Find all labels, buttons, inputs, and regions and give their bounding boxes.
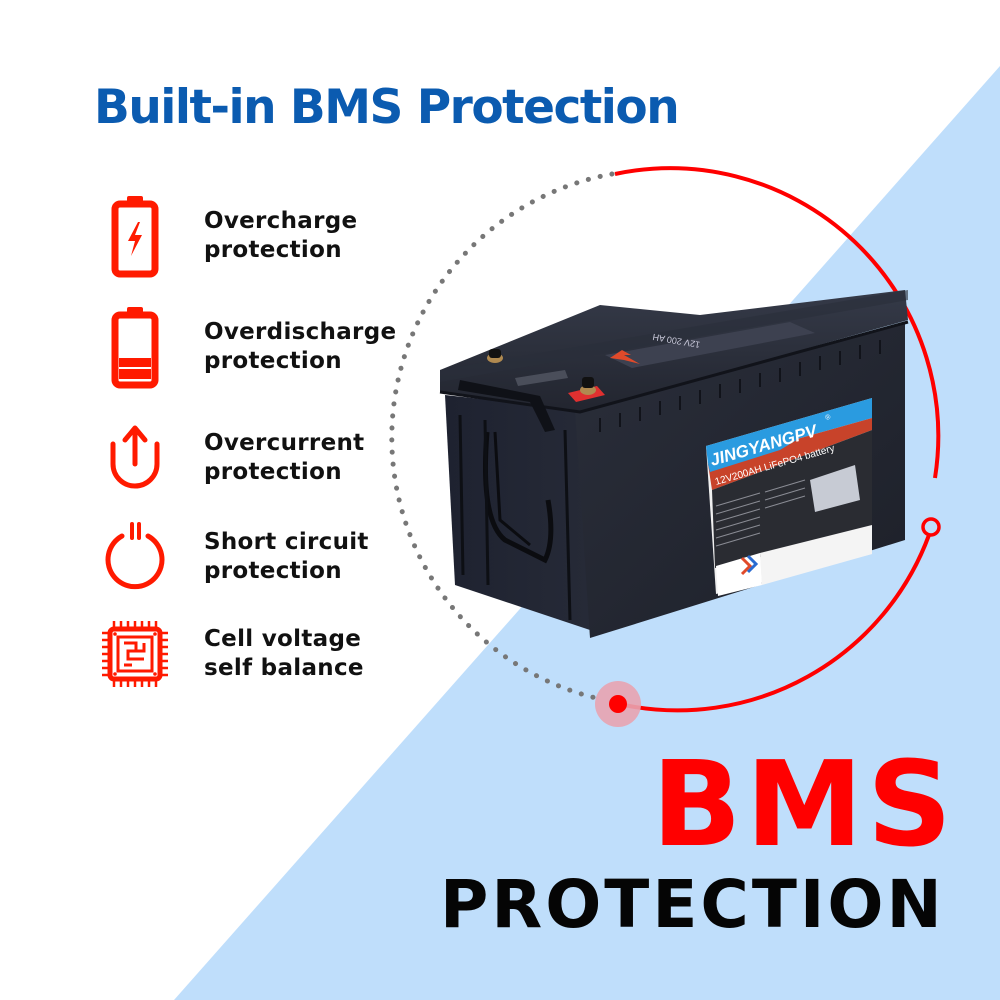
feature-short-circuit: Short circuit protection — [100, 517, 369, 597]
battery-front-label: JINGYANGPV ® 12V200AH LiFePO4 battery — [706, 398, 872, 596]
dot-marker-icon — [609, 695, 627, 713]
feature-overdischarge: Overdischarge protection — [100, 307, 397, 389]
feature-label: Cell voltage self balance — [204, 626, 364, 681]
overcurrent-arrow-icon — [100, 418, 170, 498]
feature-overcharge: Overcharge protection — [100, 196, 358, 278]
feature-overcurrent: Overcurrent protection — [100, 418, 364, 498]
feature-label: Overcharge protection — [204, 208, 358, 263]
protection-subtitle: PROTECTION — [440, 866, 945, 943]
battery-charging-icon — [100, 196, 170, 278]
chip-icon — [100, 614, 170, 694]
page-title: Built-in BMS Protection — [94, 80, 680, 135]
power-icon — [100, 517, 170, 597]
bms-title: BMS — [651, 735, 956, 873]
battery-low-icon — [100, 307, 170, 389]
svg-text:®: ® — [824, 413, 832, 422]
feature-label: Overcurrent protection — [204, 430, 365, 485]
feature-label: Short circuit protection — [204, 529, 369, 584]
feature-label: Overdischarge protection — [204, 319, 397, 374]
feature-cell-balance: Cell voltage self balance — [100, 614, 364, 694]
ring-marker-icon — [921, 517, 941, 537]
